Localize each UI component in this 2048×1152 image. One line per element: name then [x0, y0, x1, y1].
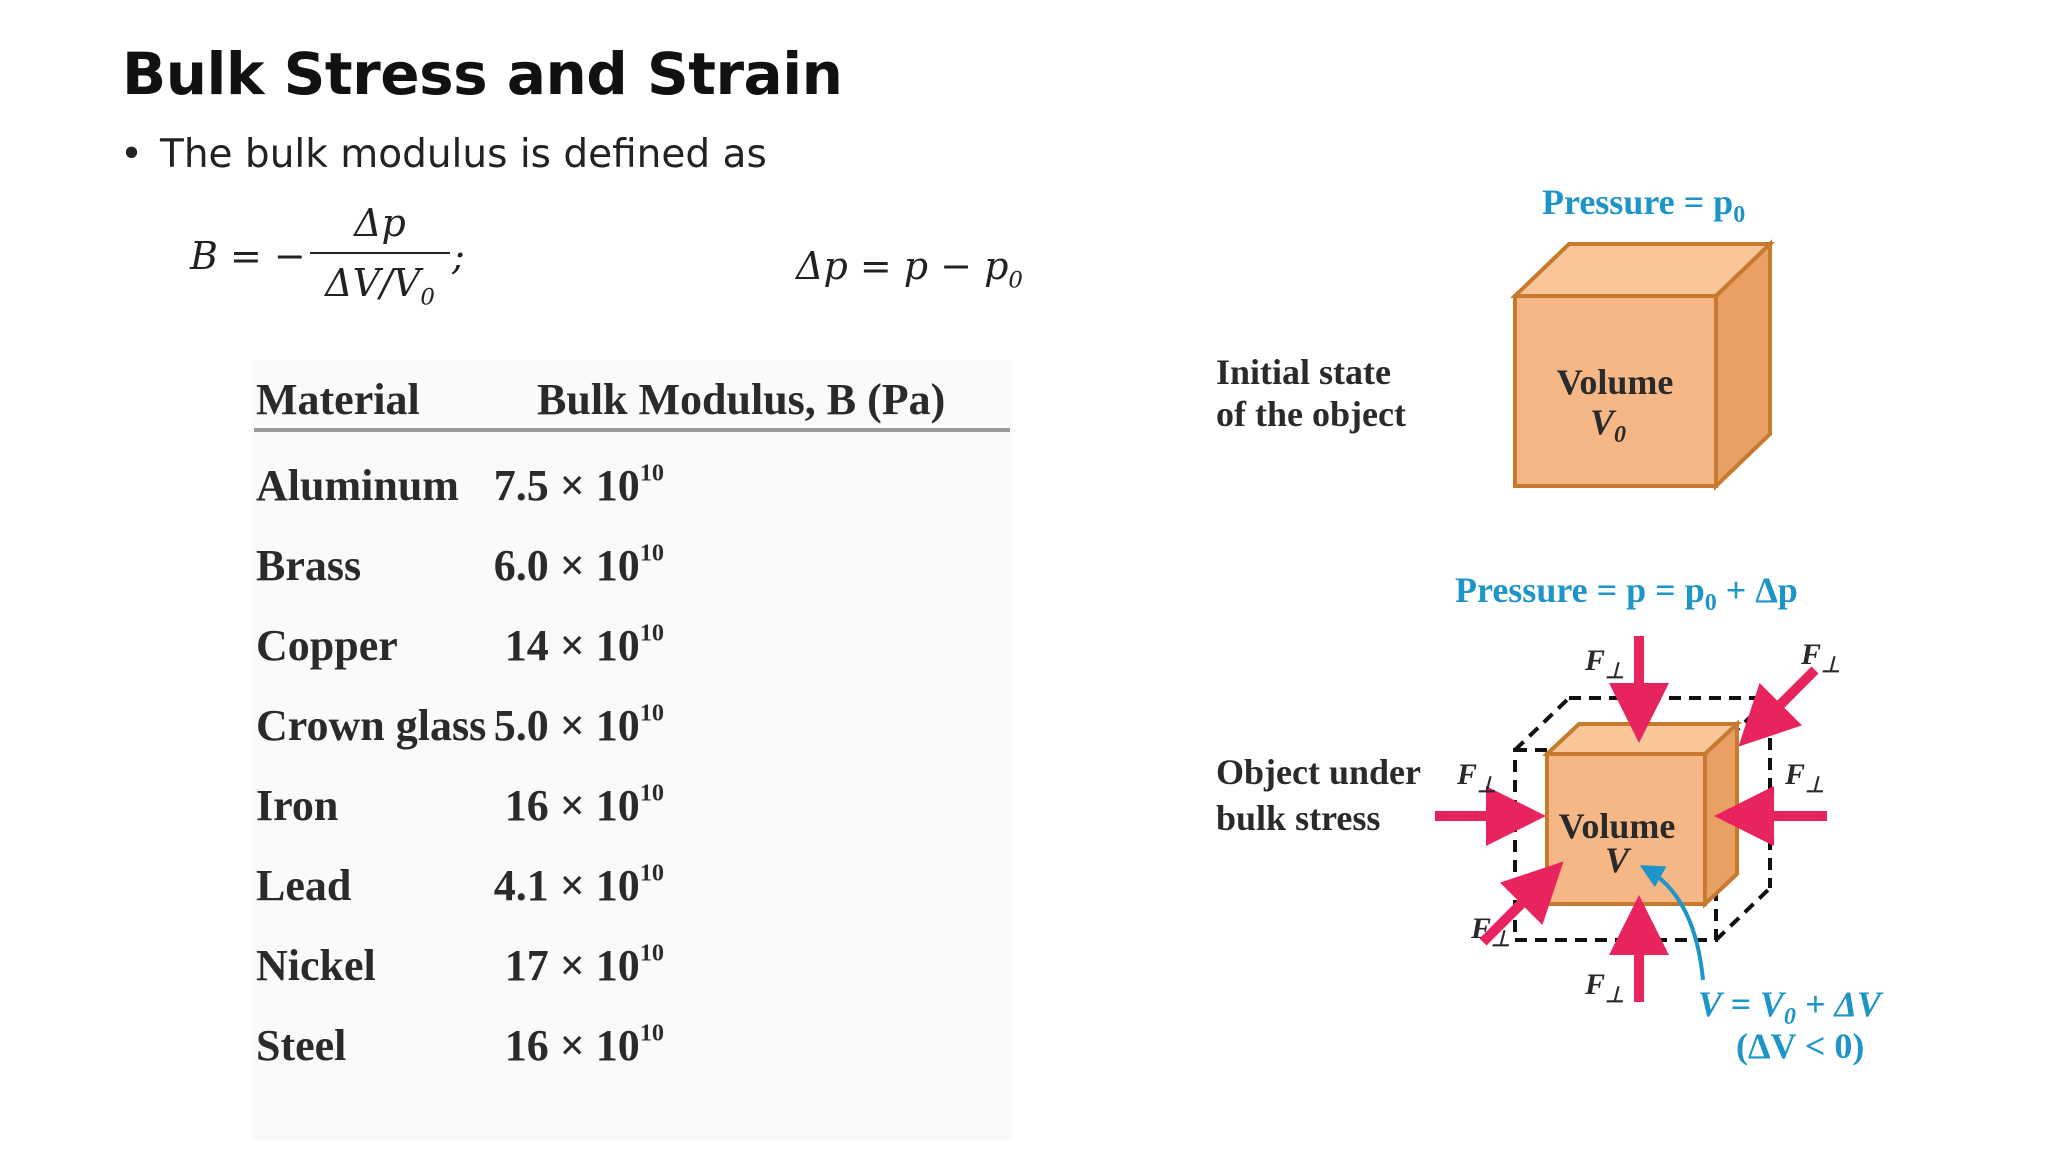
header-bulk-modulus: Bulk Modulus, B (Pa) [537, 375, 946, 424]
slide-title: Bulk Stress and Strain [122, 40, 843, 108]
material-cell: Brass [256, 541, 362, 590]
diagram-svg: Pressure = p0 Volume V0 Initial state of… [1216, 182, 1884, 1066]
material-cell: Lead [256, 861, 352, 910]
force-label-top: F⊥ [1584, 644, 1624, 683]
object-under-line1: Object under [1216, 752, 1421, 792]
force-label-top-right: F⊥ [1800, 638, 1840, 677]
initial-state-line2: of the object [1216, 394, 1406, 434]
delta-p-formula: Δp = p − p0 [796, 244, 1023, 294]
bulk-modulus-cell: 16 × 1010 [504, 779, 664, 830]
material-cell: Steel [256, 1021, 347, 1070]
object-under-line2: bulk stress [1216, 798, 1380, 838]
bulk-modulus-cell: 16 × 1010 [504, 1019, 664, 1070]
force-labels: F⊥ F⊥ F⊥ F⊥ F⊥ F⊥ [1456, 638, 1840, 1007]
table-row: Iron 16 × 1010 [252, 780, 1012, 850]
formula-lhs: B = − [190, 234, 306, 278]
bulk-modulus-cell: 14 × 1010 [504, 619, 664, 670]
compressed-cube: Volume V [1541, 719, 1743, 909]
force-label-right: F⊥ [1784, 758, 1824, 797]
volume-word-bottom: Volume [1559, 806, 1676, 846]
header-rule [254, 428, 1010, 432]
bullet-dot: • [120, 132, 144, 177]
bulk-modulus-cell: 7.5 × 1010 [493, 459, 664, 510]
formula-fraction: Δp ΔV/V0 [310, 198, 450, 311]
table-row: Copper 14 × 1010 [252, 620, 1012, 690]
volume-v0: V0 [1590, 402, 1626, 448]
fraction-bar [310, 252, 450, 254]
volume-pointer-arrow [1639, 865, 1705, 981]
force-label-left: F⊥ [1456, 758, 1496, 797]
formula-separator: ; [452, 234, 465, 278]
bulk-stress-diagram: Pressure = p0 Volume V0 Initial state of… [1195, 180, 1935, 1080]
force-arrows [1435, 636, 1827, 1002]
bulk-modulus-cell: 5.0 × 1010 [493, 699, 664, 750]
v-condition: (ΔV < 0) [1736, 1026, 1864, 1066]
bullet-point: • The bulk modulus is defined as [120, 132, 767, 177]
table-row: Aluminum 7.5 × 1010 [252, 460, 1012, 530]
material-cell: Aluminum [256, 461, 459, 510]
top-pressure-label: Pressure = p0 [1542, 182, 1745, 228]
volume-word-top: Volume [1557, 362, 1674, 402]
bulk-modulus-cell: 17 × 1010 [504, 939, 664, 990]
force-label-bottom-left: F⊥ [1470, 912, 1510, 951]
material-cell: Nickel [256, 941, 376, 990]
bulk-modulus-cell: 6.0 × 1010 [493, 539, 664, 590]
table-row: Lead 4.1 × 1010 [252, 860, 1012, 930]
force-arrow-bottom-left [1479, 861, 1564, 946]
material-cell: Copper [256, 621, 398, 670]
bullet-text: The bulk modulus is defined as [160, 132, 767, 177]
header-material: Material [256, 375, 420, 424]
force-label-bottom: F⊥ [1584, 968, 1624, 1007]
bottom-pressure-label: Pressure = p = p0 + Δp [1455, 570, 1798, 616]
material-cell: Iron [256, 781, 339, 830]
bulk-modulus-cell: 4.1 × 1010 [493, 859, 664, 910]
bulk-modulus-table: Material Bulk Modulus, B (Pa) Aluminum 7.… [252, 360, 1012, 1140]
table-row: Brass 6.0 × 1010 [252, 540, 1012, 610]
force-arrow-top-right [1738, 666, 1819, 747]
formula-numerator: Δp [354, 201, 406, 245]
v-relation: V = V0 + ΔV [1698, 984, 1884, 1030]
initial-cube: Volume V0 [1510, 239, 1775, 491]
table-row: Steel 16 × 1010 [252, 1020, 1012, 1090]
material-cell: Crown glass [256, 701, 487, 750]
initial-state-line1: Initial state [1216, 352, 1391, 392]
volume-v: V [1605, 840, 1632, 880]
table-row: Nickel 17 × 1010 [252, 940, 1012, 1010]
formula-denominator: ΔV/V0 [325, 261, 435, 311]
